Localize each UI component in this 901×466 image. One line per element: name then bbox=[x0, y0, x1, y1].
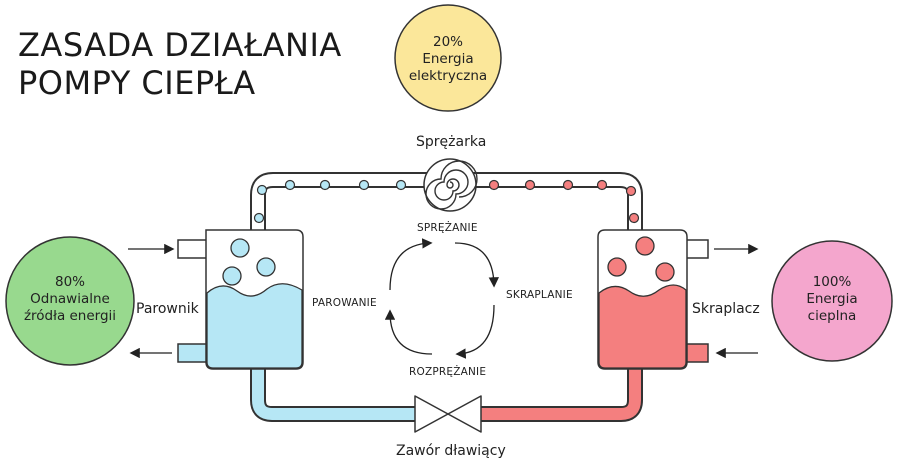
condenser-tank bbox=[597, 229, 709, 370]
title-line-2: POMPY CIEPŁA bbox=[18, 64, 256, 102]
heat-energy-circle bbox=[771, 240, 893, 362]
electric-percent: 20% bbox=[432, 34, 463, 50]
heat-line1: Energia bbox=[806, 291, 858, 307]
renewable-energy-circle bbox=[5, 236, 135, 366]
step-expansion: ROZPRĘŻANIE bbox=[409, 366, 487, 378]
evaporator-tank bbox=[177, 229, 304, 370]
heat-percent: 100% bbox=[812, 274, 852, 290]
cycle-arrows bbox=[384, 238, 500, 359]
valve-label: Zawór dławiący bbox=[396, 443, 506, 459]
renewable-percent: 80% bbox=[54, 274, 85, 290]
electric-energy-text: 20% Energia elektryczna bbox=[398, 34, 498, 85]
expansion-valve bbox=[414, 395, 482, 433]
renewable-energy-text: 80% Odnawialne źródła energii bbox=[10, 274, 130, 325]
heat-energy-text: 100% Energia cieplna bbox=[782, 274, 882, 325]
renewable-line1: Odnawialne bbox=[30, 291, 110, 307]
bottom-pipe-cold bbox=[250, 368, 418, 422]
cold-gas-bubbles bbox=[253, 179, 407, 224]
condenser-label: Skraplacz bbox=[692, 301, 760, 317]
title-line-1: ZASADA DZIAŁANIA bbox=[18, 26, 342, 64]
renewable-line2: źródła energii bbox=[23, 308, 117, 324]
electric-energy-circle bbox=[394, 4, 502, 112]
compressor-spiral-icon bbox=[423, 158, 478, 212]
flow-arrows bbox=[128, 243, 759, 359]
step-condensation: SKRAPLANIE bbox=[506, 289, 573, 301]
top-pipe bbox=[250, 172, 643, 236]
heat-line2: cieplna bbox=[807, 308, 857, 324]
electric-line2: elektryczna bbox=[408, 68, 488, 84]
compressor-label: Sprężarka bbox=[416, 134, 487, 150]
electric-line1: Energia bbox=[422, 51, 474, 67]
bottom-pipe-hot bbox=[478, 368, 643, 422]
evaporator-label: Parownik bbox=[136, 301, 199, 317]
diagram-title: ZASADA DZIAŁANIA POMPY CIEPŁA bbox=[18, 26, 342, 102]
hot-gas-bubbles bbox=[488, 179, 640, 224]
step-evaporation: PAROWANIE bbox=[312, 297, 377, 309]
step-compression: SPRĘŻANIE bbox=[417, 222, 478, 234]
